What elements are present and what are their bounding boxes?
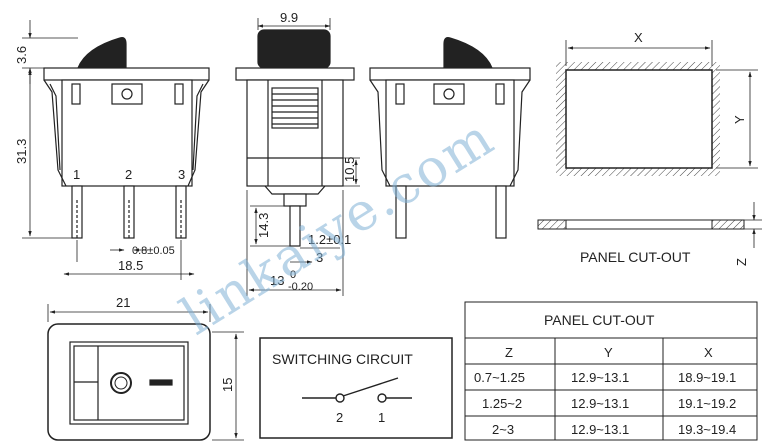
table-cell: 19.1~19.2 xyxy=(678,396,736,411)
panel-caption: PANEL CUT-OUT xyxy=(580,249,691,265)
dim-pin-thickness: 3 xyxy=(316,250,323,265)
on-symbol-bar xyxy=(149,379,173,386)
pin-label-2: 2 xyxy=(125,167,132,182)
end-view xyxy=(235,29,355,247)
table-cell: 1.25~2 xyxy=(482,396,522,411)
table-cell: 12.9~13.1 xyxy=(571,370,629,385)
panel-cutout-diagram xyxy=(537,40,762,248)
panel-y-label: Y xyxy=(732,115,747,124)
circuit-terminal-1: 1 xyxy=(378,410,385,425)
dim-pin-spacing: 18.5 xyxy=(118,258,143,273)
table-title: PANEL CUT-OUT xyxy=(544,312,655,328)
panel-x-label: X xyxy=(634,30,643,45)
dim-side-height: 31.3 xyxy=(14,139,29,164)
pin-label-1: 1 xyxy=(73,167,80,182)
table-cell: 19.3~19.4 xyxy=(678,422,736,437)
dim-pin-height: 14.3 xyxy=(256,213,271,238)
dim-top-height: 3.6 xyxy=(14,46,29,64)
dim-pin-gap: 1.2±0.1 xyxy=(308,232,351,247)
dim-bottom-tol-lower: -0.20 xyxy=(288,281,313,293)
table-cell: 18.9~19.1 xyxy=(678,370,736,385)
circuit-terminal-2: 2 xyxy=(336,410,343,425)
table-cell: 12.9~13.1 xyxy=(571,396,629,411)
side-view-right xyxy=(369,37,531,239)
table-header-x: X xyxy=(704,345,713,360)
dim-pin-width: 0.8±0.05 xyxy=(132,245,175,257)
dim-bottom-width: 13 xyxy=(270,273,284,288)
dim-bottom-tol-upper: 0 xyxy=(290,269,296,281)
dim-end-width: 9.9 xyxy=(280,10,298,25)
side-view-left xyxy=(43,37,210,239)
dim-lines-end xyxy=(246,18,360,296)
front-view xyxy=(47,323,211,441)
dim-lines-front xyxy=(47,304,244,441)
table-header-y: Y xyxy=(604,345,613,360)
cutout-table xyxy=(464,301,758,441)
dim-front-width: 21 xyxy=(116,295,130,310)
table-cell: 2~3 xyxy=(492,422,514,437)
table-cell: 12.9~13.1 xyxy=(571,422,629,437)
table-cell: 0.7~1.25 xyxy=(474,370,525,385)
circuit-title: SWITCHING CIRCUIT xyxy=(272,351,413,367)
panel-z-label: Z xyxy=(734,258,749,266)
dim-body-height: 10.5 xyxy=(342,157,357,182)
pin-label-3: 3 xyxy=(178,167,185,182)
table-header-z: Z xyxy=(505,345,513,360)
switching-circuit-box xyxy=(259,337,453,439)
dim-front-height: 15 xyxy=(220,378,235,392)
dim-lines-left xyxy=(22,20,195,280)
